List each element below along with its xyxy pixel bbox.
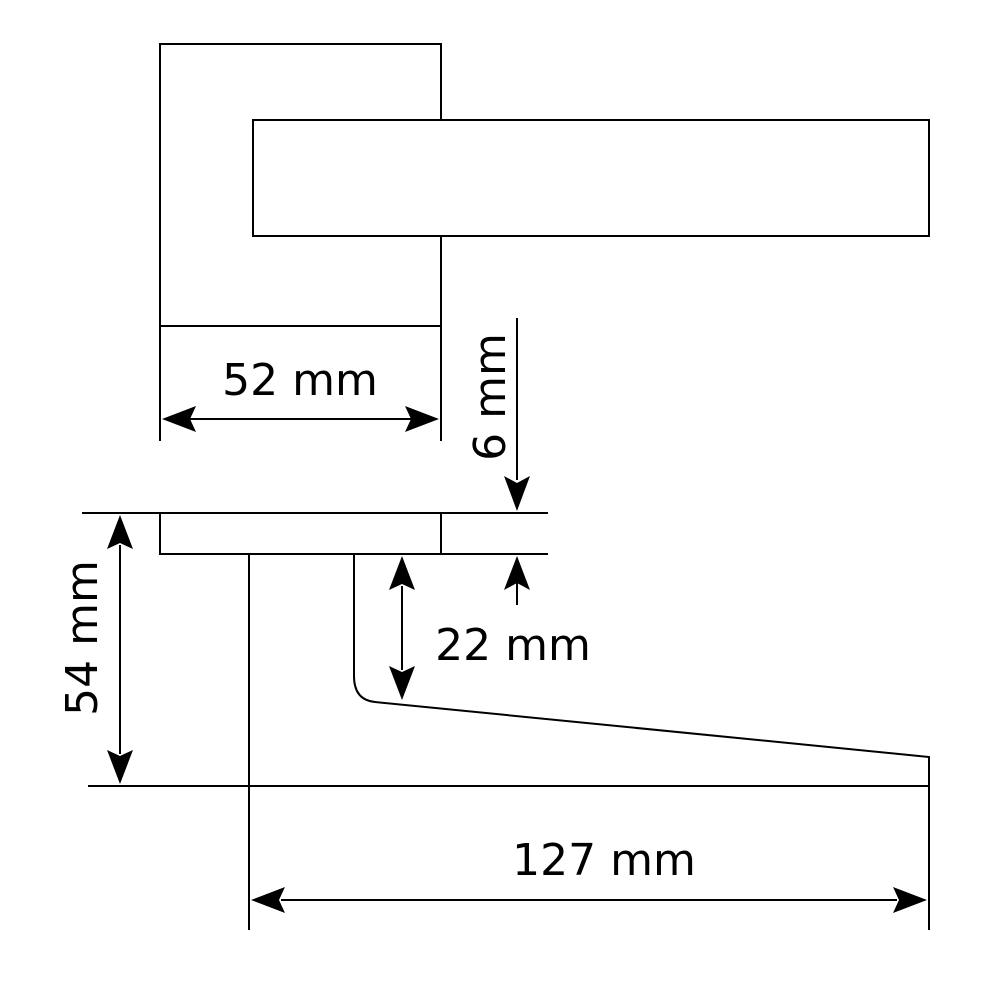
handle-drop-dimension: 22 mm [389, 556, 591, 700]
top-view [159, 43, 930, 327]
rose-plate-side [159, 512, 442, 555]
lever-front [252, 119, 930, 237]
rose-thickness-dimension: 6 mm [465, 318, 530, 605]
lever-side-profile [248, 554, 930, 786]
handle-length-dimension: 127 mm [248, 786, 930, 930]
rose-width-label: 52 mm [222, 355, 378, 406]
projection-dimension: 54 mm [57, 515, 133, 784]
projection-label: 54 mm [57, 560, 108, 716]
rose-thickness-label: 6 mm [465, 333, 516, 461]
rose-width-dimension: 52 mm [159, 326, 442, 441]
handle-length-label: 127 mm [512, 835, 696, 886]
handle-drop-label: 22 mm [435, 620, 591, 671]
side-view [82, 512, 930, 787]
